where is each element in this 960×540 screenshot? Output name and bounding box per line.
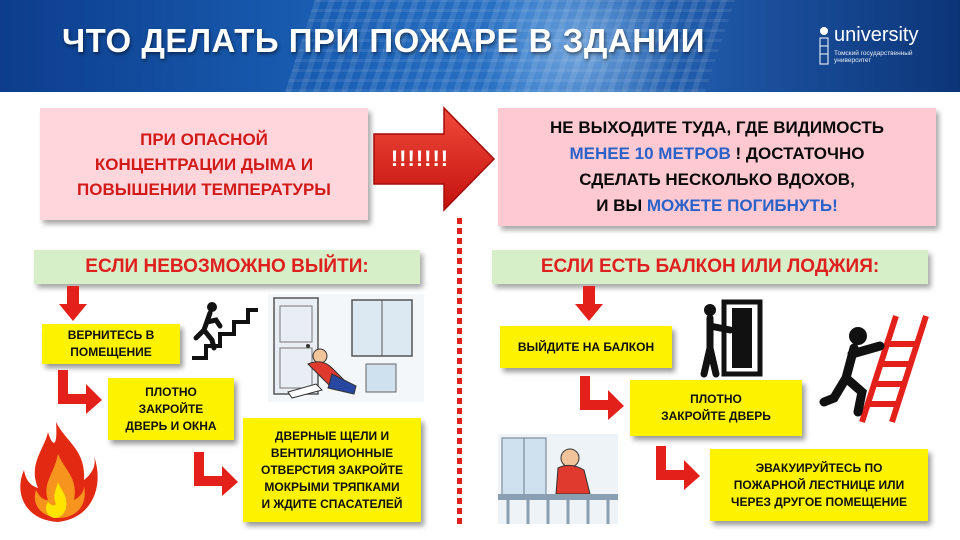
logo-word: university xyxy=(834,24,919,46)
header-banner: ЧТО ДЕЛАТЬ ПРИ ПОЖАРЕ В ЗДАНИИ universit… xyxy=(0,0,960,92)
warning-line-4: И ВЫ МОЖЕТЕ ПОГИБНУТЬ! xyxy=(596,193,838,219)
danger-line-1: ПРИ ОПАСНОЙ xyxy=(140,129,268,149)
right-step-2: ПЛОТНО ЗАКРОЙТЕ ДВЕРЬ xyxy=(630,380,802,436)
left-step-3-line: МОКРЫМИ ТРЯПКАМИ xyxy=(264,479,400,494)
left-step-3: ДВЕРНЫЕ ЩЕЛИ И ВЕНТИЛЯЦИОННЫЕ ОТВЕРСТИЯ ЗА… xyxy=(243,418,421,522)
left-step-3-line: ДВЕРНЫЕ ЩЕЛИ И xyxy=(274,428,390,443)
left-step-2-line: ПЛОТНО xyxy=(145,384,197,399)
warning-line-2-rest: ! ДОСТАТОЧНО xyxy=(730,144,865,163)
warning-consequence: МОЖЕТЕ ПОГИБНУТЬ! xyxy=(646,196,838,215)
door-exit-icon xyxy=(700,299,763,378)
turn-arrow-icon xyxy=(194,452,238,496)
warning-line-3: СДЕЛАТЬ НЕСКОЛЬКО ВДОХОВ, xyxy=(579,170,855,189)
left-step-3-line: ВЕНТИЛЯЦИОННЫЕ xyxy=(270,445,394,460)
right-section-title: ЕСЛИ ЕСТЬ БАЛКОН ИЛИ ЛОДЖИЯ: xyxy=(492,250,928,284)
balcony-illustration xyxy=(498,434,618,524)
visibility-limit: МЕНЕЕ 10 МЕТРОВ xyxy=(569,144,731,163)
right-step-3-line: ПОЖАРНОЙ ЛЕСТНИЦЕ ИЛИ xyxy=(733,477,905,492)
warning-box: НЕ ВЫХОДИТЕ ТУДА, ГДЕ ВИДИМОСТЬ МЕНЕЕ 10… xyxy=(498,108,936,226)
danger-line-3: ПОВЫШЕНИИ ТЕМПЕРАТУРЫ xyxy=(77,179,331,199)
turn-arrow-icon xyxy=(580,376,624,420)
university-logo: university Томский государственный униве… xyxy=(818,22,928,74)
left-step-2: ПЛОТНО ЗАКРОЙТЕ ДВЕРЬ И ОКНА xyxy=(108,378,234,440)
left-step-1: ВЕРНИТЕСЬ В ПОМЕЩЕНИЕ xyxy=(42,324,180,364)
danger-condition-box: ПРИ ОПАСНОЙ КОНЦЕНТРАЦИИ ДЫМА И ПОВЫШЕНИ… xyxy=(40,108,368,220)
right-step-3-line: ЧЕРЕЗ ДРУГОЕ ПОМЕЩЕНИЕ xyxy=(731,494,907,509)
big-arrow-icon xyxy=(373,106,496,212)
fire-icon xyxy=(20,422,98,522)
right-step-2-line: ПЛОТНО xyxy=(690,392,742,406)
left-step-2-line: ДВЕРЬ И ОКНА xyxy=(125,418,217,433)
left-step-2-line: ЗАКРОЙТЕ xyxy=(138,401,204,416)
right-step-3: ЭВАКУИРУЙТЕСЬ ПО ПОЖАРНОЙ ЛЕСТНИЦЕ ИЛИ ЧЕР… xyxy=(710,449,928,521)
turn-arrow-icon xyxy=(656,446,700,490)
arrow-exclamation-label: !!!!!!! xyxy=(390,146,450,171)
danger-line-2: КОНЦЕНТРАЦИИ ДЫМА И xyxy=(94,154,314,174)
warning-line-4-start: И ВЫ xyxy=(596,196,647,215)
right-step-2-line: ЗАКРОЙТЕ ДВЕРЬ xyxy=(661,409,771,423)
warning-line-2: МЕНЕЕ 10 МЕТРОВ ! ДОСТАТОЧНО xyxy=(570,141,865,167)
right-step-3-line: ЭВАКУИРУЙТЕСЬ ПО xyxy=(755,460,883,475)
right-step-1-line: ВЫЙДИТЕ НА БАЛКОН xyxy=(517,339,655,354)
down-arrow-icon xyxy=(59,286,87,321)
ladder-climb-icon xyxy=(819,315,929,423)
stairs-exit-icon xyxy=(192,302,258,360)
down-arrow-icon xyxy=(575,286,603,321)
header-shine xyxy=(480,0,680,92)
left-section-title: ЕСЛИ НЕВОЗМОЖНО ВЫЙТИ: xyxy=(34,250,420,284)
sealing-door-illustration xyxy=(268,294,424,402)
page-title: ЧТО ДЕЛАТЬ ПРИ ПОЖАРЕ В ЗДАНИИ xyxy=(62,22,705,59)
left-step-1-line: ПОМЕЩЕНИЕ xyxy=(70,345,152,359)
logo-mark-icon xyxy=(819,27,829,65)
left-step-3-line: ОТВЕРСТИЯ ЗАКРОЙТЕ xyxy=(261,462,403,477)
logo-subtitle: Томский государственный университет xyxy=(834,50,913,64)
dashed-divider xyxy=(457,218,462,528)
right-step-1: ВЫЙДИТЕ НА БАЛКОН xyxy=(500,326,672,368)
warning-line-1: НЕ ВЫХОДИТЕ ТУДА, ГДЕ ВИДИМОСТЬ xyxy=(550,118,884,137)
turn-arrow-icon xyxy=(58,370,102,414)
left-step-3-line: И ЖДИТЕ СПАСАТЕЛЕЙ xyxy=(261,496,403,511)
left-step-1-line: ВЕРНИТЕСЬ В xyxy=(67,328,155,342)
